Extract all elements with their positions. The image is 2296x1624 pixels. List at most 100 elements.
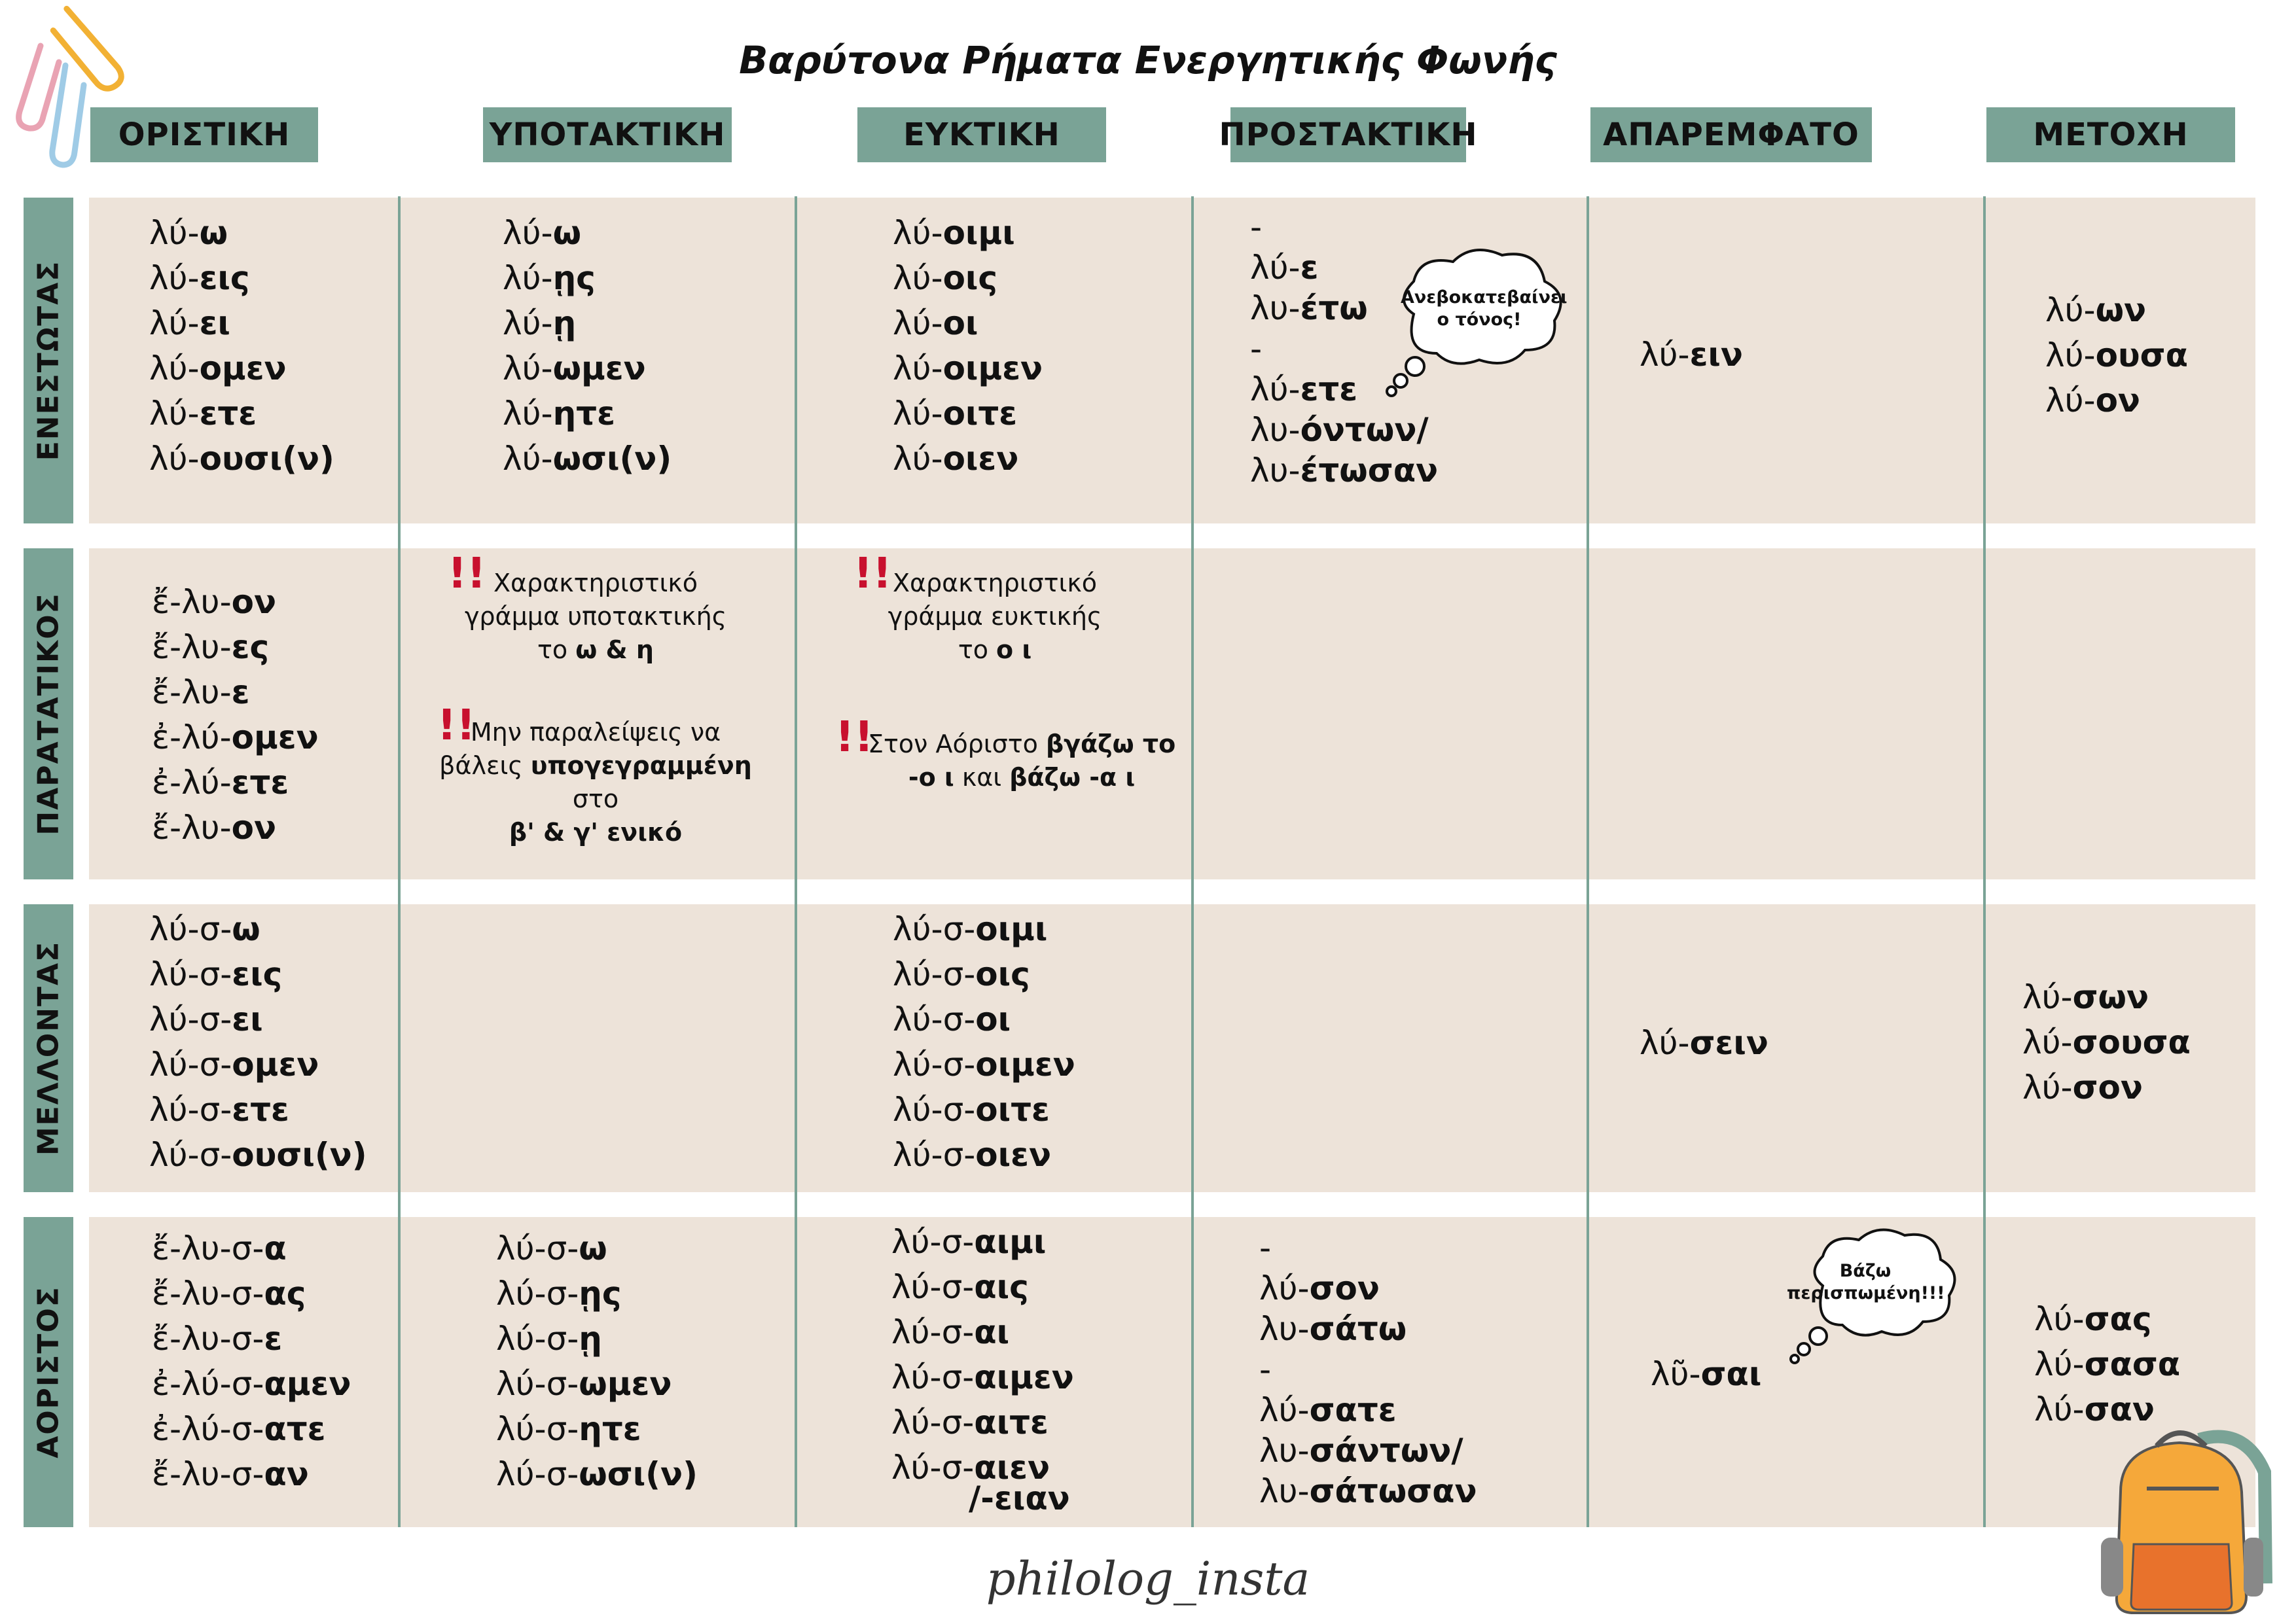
column-divider <box>398 196 401 1527</box>
form-stem: λυ- <box>1259 1472 1310 1510</box>
form-stem: λυ- <box>1250 451 1300 489</box>
form-stem: λύ- <box>893 395 943 432</box>
form-ending: ε <box>1300 249 1319 287</box>
note-subjunctive-iota: Μην παραλείψεις να βάλεις υπογεγραμμένη … <box>432 716 759 849</box>
note-line: βάλεις υπογεγραμμένη <box>432 749 759 783</box>
note-bold: βάζω -α ι <box>1009 763 1136 792</box>
form-row: λύ-ωμεν <box>503 346 672 391</box>
form-row: λύ-ω <box>149 211 334 256</box>
column-divider <box>1191 196 1194 1527</box>
form-stem: - <box>1259 1350 1272 1388</box>
column-header-imperative: ΠΡΟΣΤΑΚΤΙΚΗ <box>1219 107 1477 162</box>
form-stem: λυ- <box>1259 1310 1310 1348</box>
form-ending: οιμι <box>942 214 1015 252</box>
row-band-imperfect <box>89 548 2255 879</box>
note-line: το ο ι <box>844 633 1145 667</box>
form-ending: ητε <box>579 1410 641 1448</box>
form-ending: σάτω <box>1309 1310 1407 1348</box>
form-ending: έτω <box>1300 289 1368 327</box>
alert-icon: !! <box>437 701 476 750</box>
form-stem: λύ- <box>503 395 553 432</box>
form-ending: ω <box>552 214 582 252</box>
form-stem: ἔ-λυ-σ- <box>152 1320 264 1358</box>
form-row: λύ-ῃ <box>503 301 672 346</box>
form-row: λύ-σ-οιτε <box>893 1087 1075 1133</box>
page-title: Βαρύτονα Ρήματα Ενεργητικής Φωνής <box>739 38 1557 82</box>
form-stem: ἔ-λυ- <box>152 583 232 621</box>
form-ending: οι <box>942 304 978 342</box>
form-row: λύ-οιμεν <box>893 346 1043 391</box>
form-ending: ωσι(ν) <box>579 1455 698 1493</box>
form-ending: οιεν <box>942 440 1019 478</box>
form-ending: ω <box>199 214 228 252</box>
form-row: - <box>1259 1349 1477 1390</box>
form-ending: ατε <box>264 1410 326 1448</box>
form-row: λύ-ητε <box>503 391 672 436</box>
form-row: λῦ-σαι <box>1651 1352 1761 1397</box>
form-row: λυ-σάτω <box>1259 1309 1477 1349</box>
thought-bubble-icon <box>1789 1228 1956 1364</box>
column-header-indicative: ΟΡΙΣΤΙΚΗ <box>90 107 318 162</box>
form-ending: αιμι <box>974 1223 1047 1261</box>
form-stem: ἔ-λυ- <box>152 809 232 847</box>
form-stem: λύ-σ- <box>891 1268 975 1306</box>
form-ending: ομεν <box>199 349 287 387</box>
form-stem: λύ- <box>2022 1023 2073 1061</box>
form-ending: ον <box>231 583 277 621</box>
form-row: ἐ-λύ-σ-ατε <box>152 1407 351 1452</box>
row-header-future: ΜΕΛΛΟΝΤΑΣ <box>24 904 73 1192</box>
form-stem: ἐ-λύ- <box>152 718 232 756</box>
form-ending: ῃ <box>552 304 577 342</box>
form-row: λύ-σουσα <box>2022 1020 2191 1065</box>
form-ending: οιεν <box>975 1136 1052 1174</box>
form-ending: οιμεν <box>975 1046 1075 1084</box>
form-row: λύ-ῃς <box>503 256 672 301</box>
form-row: λύ-οιτε <box>893 391 1043 436</box>
form-ending: σάντων/ <box>1309 1432 1463 1470</box>
bubble-line: ο τόνος! <box>1437 309 1522 330</box>
form-stem: λύ-σ- <box>149 1000 232 1038</box>
form-stem: λύ-σ- <box>891 1223 975 1261</box>
form-ending: ουσι(ν) <box>232 1136 367 1174</box>
form-row: λυ-όντων/ <box>1250 410 1438 450</box>
row-header-imperfect: ΠΑΡΑΤΑΤΙΚΟΣ <box>24 548 73 879</box>
form-stem: λύ- <box>1640 336 1690 374</box>
form-row: λύ-ουσι(ν) <box>149 436 334 482</box>
form-row: λύ-ετε <box>1250 369 1438 410</box>
form-row: ἔ-λυ-ε <box>152 670 319 715</box>
form-stem: λύ- <box>503 214 553 252</box>
form-row: λύ-σ-οι <box>893 997 1075 1042</box>
form-stem: λύ- <box>149 440 200 478</box>
form-ending: σαν <box>2084 1390 2155 1428</box>
form-stem: λύ-σ- <box>891 1358 975 1396</box>
form-ending: ωσι(ν) <box>552 440 672 478</box>
form-ending: σον <box>2072 1068 2143 1106</box>
form-stem: λῦ- <box>1651 1355 1701 1393</box>
form-stem: λυ- <box>1250 289 1300 327</box>
form-stem: λύ- <box>893 259 943 297</box>
note-text: Στον Αόριστο <box>868 730 1046 758</box>
present-infinitive: λύ-ειν <box>1640 332 1743 378</box>
form-ending: εις <box>232 955 283 993</box>
column-header-participle: ΜΕΤΟΧΗ <box>1986 107 2235 162</box>
form-row: λύ-ετε <box>149 391 334 436</box>
form-stem: ἐ-λύ- <box>152 764 232 802</box>
form-stem: λύ-σ- <box>496 1275 579 1313</box>
form-row: ἔ-λυ-σ-αν <box>152 1452 351 1497</box>
form-row: λυ-έτω <box>1250 288 1438 328</box>
form-stem: λύ- <box>893 349 943 387</box>
form-stem: λύ- <box>1259 1391 1310 1429</box>
form-stem: - <box>1259 1229 1272 1267</box>
form-stem: λύ- <box>2045 336 2096 374</box>
form-ending: ῃς <box>579 1275 622 1313</box>
form-stem: λύ-σ- <box>149 910 232 948</box>
form-ending: ουσα <box>2095 336 2188 374</box>
form-row: λύ-σον <box>1259 1268 1477 1309</box>
form-ending: οις <box>942 259 998 297</box>
form-row: ἔ-λυ-σ-ας <box>152 1271 351 1316</box>
form-ending: αις <box>974 1268 1029 1306</box>
form-ending: οι <box>975 1000 1011 1038</box>
